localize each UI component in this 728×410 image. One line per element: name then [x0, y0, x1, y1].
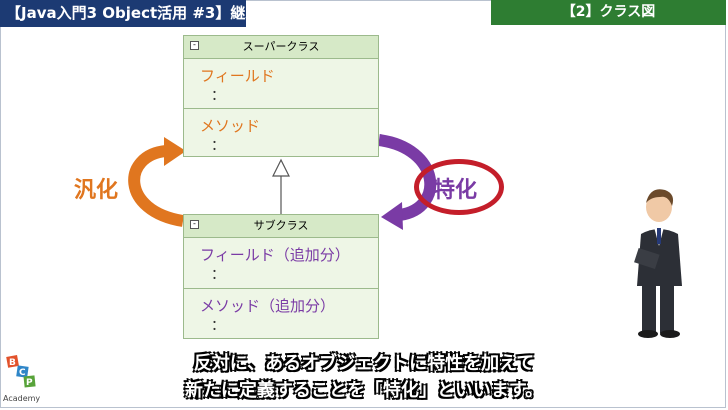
specialization-arrow-head [381, 202, 403, 230]
subclass-method-ellipsis: ： [211, 318, 225, 334]
presenter-illustration [634, 189, 682, 338]
subtitle-line-2: 新たに定義することを「特化」といいます。 [184, 380, 544, 401]
superclass-methods: メソッド ： [184, 109, 378, 157]
superclass-name: スーパークラス [242, 40, 320, 53]
generalization-arrow-head [164, 137, 186, 166]
subclass-fields: フィールド（追加分） ： [184, 238, 378, 289]
svg-text:C: C [19, 368, 26, 378]
subclass-header: - サブクラス [184, 215, 378, 238]
subclass-field-label: フィールド（追加分） [200, 246, 350, 264]
superclass-field-ellipsis: ： [211, 88, 225, 104]
subclass-field-ellipsis: ： [211, 267, 225, 283]
academy-logo-icon: B C P [6, 355, 36, 388]
section-title: 【2】クラス図 [491, 0, 726, 25]
academy-logo-text: Academy [3, 394, 41, 403]
inheritance-triangle [272, 158, 290, 177]
generalization-arrow-body [128, 145, 185, 227]
subtitle-line-1: 反対に、あるオブジェクトに特性を加えて [193, 353, 535, 374]
superclass-field-label: フィールド [200, 67, 275, 85]
superclass-box: - スーパークラス フィールド ： メソッド ： [183, 35, 379, 157]
svg-text:P: P [26, 378, 33, 388]
highlight-oval [414, 159, 504, 215]
subclass-box: - サブクラス フィールド（追加分） ： メソッド（追加分） ： [183, 214, 379, 339]
subclass-method-label: メソッド（追加分） [200, 297, 336, 315]
svg-text:B: B [9, 358, 16, 368]
collapse-icon: - [190, 41, 199, 50]
lesson-title: 【Java入門3 Object活用 #3】継承 [0, 0, 260, 27]
specialization-label: 特化 [433, 178, 478, 203]
superclass-fields: フィールド ： [184, 59, 378, 109]
collapse-icon: - [190, 220, 199, 229]
subclass-methods: メソッド（追加分） ： [184, 289, 378, 339]
superclass-method-ellipsis: ： [211, 138, 225, 154]
subclass-name: サブクラス [253, 219, 309, 232]
superclass-method-label: メソッド [200, 117, 261, 135]
superclass-header: - スーパークラス [184, 36, 378, 59]
generalization-label: 汎化 [74, 178, 119, 203]
